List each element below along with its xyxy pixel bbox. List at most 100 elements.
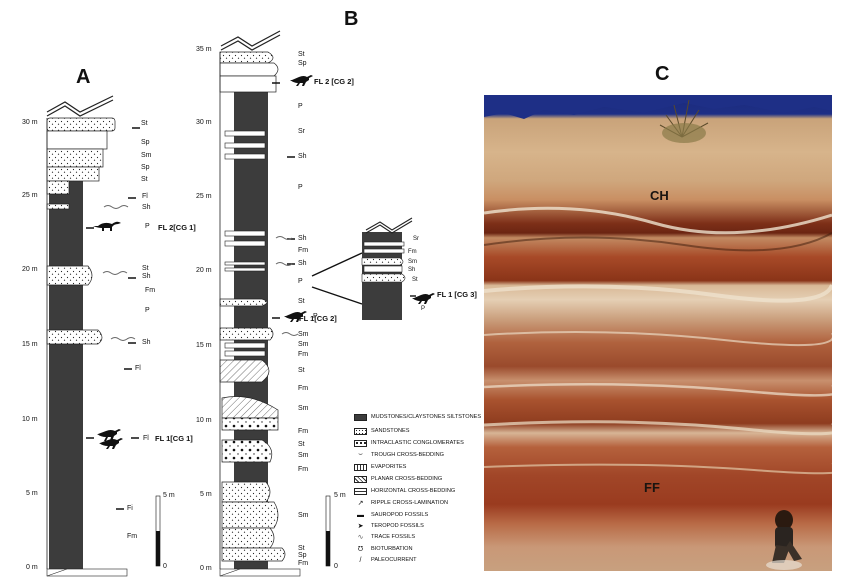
col-b-tick: 35 m [196,46,212,53]
col-b-facies-label: Sp [298,552,307,559]
outcrop-photo-details [484,95,832,570]
trace-icon: ∿ [357,534,364,541]
photo-label-ff: FF [644,480,660,495]
planar-swatch [354,475,367,483]
col-b-facies-label: Fm [298,385,309,392]
legend-item: ↗ RIPPLE CROSS-LAMINATION [354,498,448,508]
col-b-facies-label: Sm [298,452,309,459]
col-b-facies-label: Fm [298,560,309,567]
col-b-evaporite-bed [219,359,270,383]
col-b-facies-label: St [298,441,305,448]
col-a-mudstone [49,127,83,569]
legend-label: PALEOCURRENT [371,557,417,563]
person-figure [766,510,802,570]
col-a-scale-label: 5 m [163,492,175,499]
col-b-fl1-label: FL 1[CG 2] [299,314,337,323]
col-a-facies-label: Fm [145,287,156,294]
col-b-facies-label: Fm [298,466,309,473]
legend-item: SANDSTONES [354,426,409,436]
col-b-tick: 30 m [196,119,212,126]
col-a-facies-label: Fm [127,533,138,540]
col-a-sand-5 [46,180,70,195]
col-a-facies-label: P [145,307,150,314]
col-a-facies-label: Sh [142,204,151,211]
legend-item: HORIZONTAL CROSS-BEDDING [354,486,455,496]
col-b-tick: 20 m [196,267,212,274]
col-a-sand-6 [46,203,70,210]
col-b-teropod-icon-1 [290,75,313,86]
col-a-facies-label: St [141,120,148,127]
legend-label: SANDSTONES [371,428,410,434]
col-b-scale-label: 0 [334,563,338,570]
panel-letter-c: C [655,63,670,85]
legend-label: RIPPLE CROSS-LAMINATION [371,500,448,506]
col-b-sand-top-1 [219,51,274,64]
panel-letter-b: B [344,8,359,30]
col-b-facies-label: Sh [298,260,307,267]
legend-item: ⌣TROUGH CROSS-BEDDING [354,450,444,460]
legend-label: SAUROPOD FOSSILS [371,512,429,518]
col-b-facies-label: Sr [298,128,305,135]
bioturbation-icon: Ʊ [357,545,364,553]
legend-label: HORIZONTAL CROSS-BEDDING [371,488,456,494]
col-b-facies-label: Sm [298,512,309,519]
col-a-tick: 10 m [22,416,38,423]
col-a-tick: 25 m [22,192,38,199]
teropod-icon: ➤ [357,523,364,530]
col-a-facies-label: Fi [127,505,133,512]
col-b-facies-label: Fm [298,247,309,254]
ripple-icon: ↗ [357,500,364,507]
col-a-scale-label: 0 [163,563,167,570]
col-b-tick: 0 m [200,565,212,572]
col-a-top-break [46,95,114,113]
col-b-tick: 15 m [196,342,212,349]
col-a-sauropod-icon [93,221,121,231]
col-a-facies-label: P [145,223,150,230]
legend-item: ➤ TEROPOD FOSSILS [354,521,424,531]
conglomerate-swatch [354,439,367,447]
legend-label: TROUGH CROSS-BEDDING [371,452,445,458]
sauropod-icon: ▬ [357,511,364,519]
col-b-tick: 10 m [196,417,212,424]
inset-facies-label: P [421,306,426,312]
legend-item: INTRACLASTIC CONGLOMERATES [354,438,464,448]
inset-facies-label: Sr [413,236,419,242]
inset-facies-label: Sh [408,267,416,273]
legend-item: EVAPORITES [354,462,406,472]
evaporite-swatch [354,463,367,471]
col-b-facies-label: Fm [298,351,309,358]
col-a-tick: 30 m [22,119,38,126]
col-a-facies-label: Fl [143,435,149,442]
col-a-facies-label: Sp [141,139,150,146]
col-b-facies-label: St [298,367,305,374]
col-a-tick: 5 m [26,490,38,497]
legend-label: TEROPOD FOSSILS [371,523,424,529]
legend-item: PLANAR CROSS-BEDDING [354,474,442,484]
col-b-facies-label: Sm [298,341,309,348]
legend-label: PLANAR CROSS-BEDDING [371,476,443,482]
col-a-facies-label: Sm [141,152,152,159]
col-a-sand-4 [46,166,100,182]
sandstone-swatch [354,427,367,435]
col-b-facies-label: St [298,545,305,552]
col-b-teropod-icon-2 [284,311,307,322]
col-a-sand-1 [46,117,116,132]
legend-item: ▬ SAUROPOD FOSSILS [354,510,428,520]
legend-label: EVAPORITES [371,464,407,470]
col-b-facies-label: St [298,51,305,58]
inset-facies-label: Fm [408,249,417,255]
col-b-tick: 25 m [196,193,212,200]
paleocurrent-icon: / [359,556,362,564]
legend-label: MUDSTONES/CLAYSTONES SILTSTONES [371,414,482,420]
col-a-facies-label: Fl [142,193,148,200]
legend-item: ∿TRACE FOSSILS [354,532,416,542]
col-a-facies-label: Fl [135,365,141,372]
col-a-facies-label: Sh [142,273,151,280]
col-a-tick: 0 m [26,564,38,571]
outcrop-photo: CH FF [484,95,832,571]
legend-label: INTRACLASTIC CONGLOMERATES [371,440,464,446]
col-a-sand-3 [46,148,104,168]
photo-label-ch: CH [650,188,669,203]
col-b-facies-label: Sp [298,60,307,67]
